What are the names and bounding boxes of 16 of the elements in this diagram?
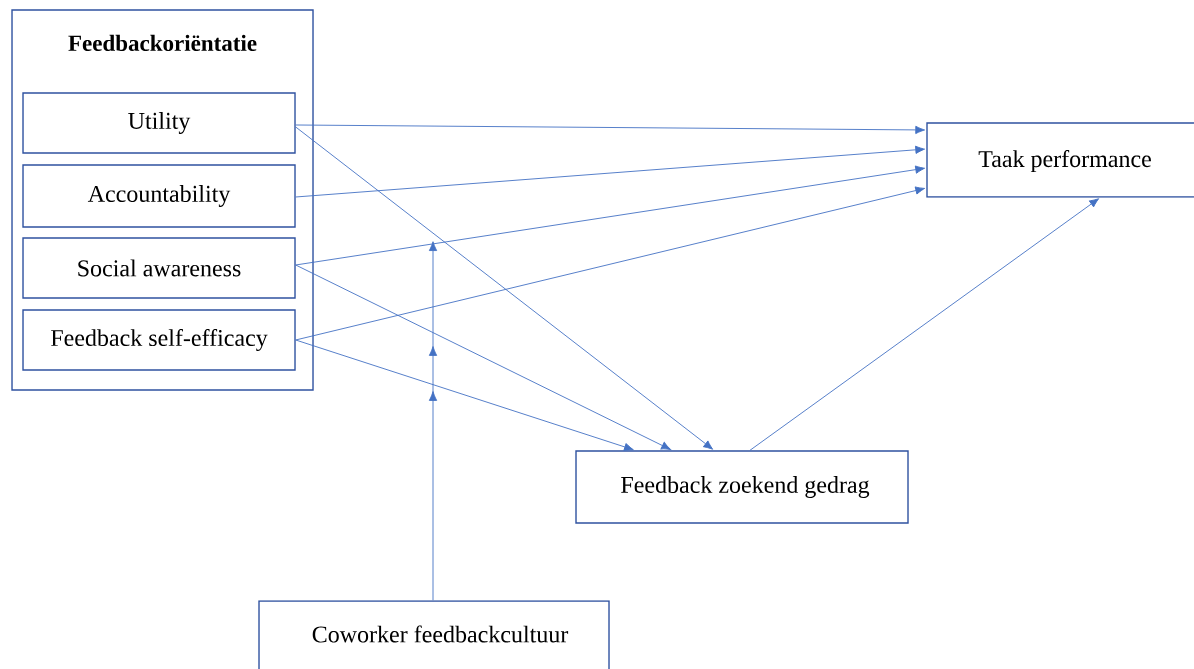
arrow <box>295 264 671 450</box>
concept-box: Feedback zoekend gedrag <box>575 450 909 524</box>
arrow <box>295 339 634 451</box>
concept-box: Taak performance <box>926 122 1194 198</box>
concept-box: Social awareness <box>22 237 296 299</box>
arrow <box>295 124 926 135</box>
arrow <box>295 165 926 266</box>
arrow <box>749 198 1100 451</box>
arrow <box>295 186 926 341</box>
concept-box: Utility <box>22 92 296 154</box>
arrow <box>295 126 714 450</box>
moderator-arrow <box>428 241 438 601</box>
concept-box: Feedback self-efficacy <box>22 309 296 371</box>
concept-box: Coworker feedbackcultuur <box>258 600 610 669</box>
concept-box: Accountability <box>22 164 296 228</box>
arrow <box>295 145 926 198</box>
